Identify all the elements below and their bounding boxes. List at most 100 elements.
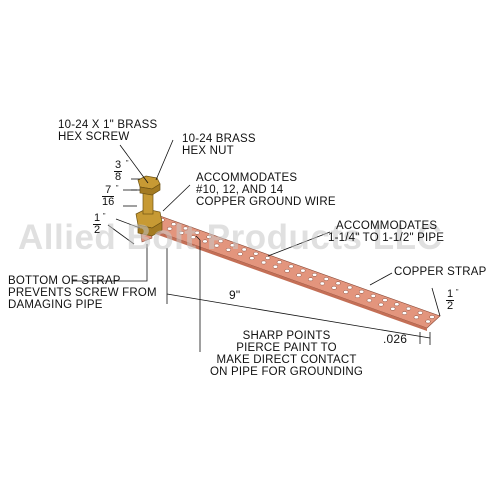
- leader-sharp-b: [195, 235, 201, 241]
- dim-nut-height-num: 7: [102, 185, 115, 197]
- leader-screw: [119, 144, 149, 184]
- dim-length-value: 9": [229, 288, 241, 302]
- strap-hole: [312, 272, 318, 277]
- label-sharp-line3: MAKE DIRECT CONTACT: [216, 354, 357, 366]
- strap-hole: [296, 273, 302, 277]
- strap-hole: [178, 231, 185, 235]
- hex-screw-head-side: [139, 183, 161, 196]
- dim-length: 9": [229, 289, 240, 301]
- strap-hole: [182, 226, 189, 231]
- strap-hole: [401, 311, 408, 315]
- copper-strap-edge: [147, 228, 427, 331]
- strap-hole: [225, 247, 231, 252]
- strap-hole: [194, 230, 200, 235]
- label-bottom: BOTTOM OF STRAP PREVENTS SCREW FROM DAMA…: [8, 275, 157, 311]
- leader-lines: [72, 139, 441, 352]
- strap-hole: [331, 285, 337, 290]
- label-screw-line2: HEX SCREW: [58, 131, 130, 143]
- strap-hole: [394, 302, 400, 307]
- leader-strap: [369, 272, 393, 286]
- dim-nut-height-den: 16: [102, 196, 115, 208]
- strap-hole: [284, 269, 290, 273]
- strap-hole: [382, 298, 388, 302]
- strap-hole: [405, 306, 412, 311]
- strap-hole: [355, 294, 361, 299]
- strap-hole: [366, 298, 372, 303]
- label-wire: ACCOMMODATES #10, 12, AND 14 COPPER GROU…: [196, 172, 336, 208]
- dim-width-left: [107, 224, 135, 245]
- dim-strap-width-left: 1 2: [93, 212, 102, 236]
- label-sharp-line2: PIERCE PAINT TO: [236, 342, 337, 354]
- strap-hole: [190, 235, 196, 240]
- dim-strap-width-right-unit: ": [456, 289, 459, 296]
- strap-hole: [378, 302, 384, 307]
- dim-screw-height-unit: ": [126, 160, 129, 167]
- label-wire-line2: #10, 12, AND 14: [196, 184, 284, 196]
- dim-width-left2: [115, 218, 141, 229]
- dim-screw-height: 3 8: [114, 159, 123, 183]
- dim-thickness-value: .026: [383, 332, 408, 346]
- label-bottom-line1: BOTTOM OF STRAP: [8, 275, 121, 287]
- watermark: Allied Bolt Products LLC: [18, 218, 443, 257]
- dim-screw-height-den: 8: [115, 171, 122, 183]
- strap-hole: [335, 281, 341, 286]
- leader-bottom: [72, 244, 148, 282]
- strap-hole: [276, 260, 282, 265]
- strap-hole: [288, 264, 294, 269]
- dim-strap-width-left-num: 1: [93, 212, 102, 225]
- leader-pipe: [267, 231, 331, 257]
- strap-hole: [167, 226, 173, 231]
- label-sharp-line4: ON PIPE FOR GROUNDING: [210, 366, 364, 378]
- dim-length: [166, 293, 431, 339]
- dim-screw-height-num: 3: [114, 159, 123, 172]
- label-pipe-line1: ACCOMMODATES: [336, 220, 438, 232]
- strap-hole: [237, 252, 243, 256]
- dim-width-right: [431, 287, 441, 317]
- dim-strap-width-right-num: 1: [446, 288, 455, 301]
- leader-wire: [162, 184, 191, 212]
- strap-hole: [347, 285, 353, 290]
- strap-hole: [218, 239, 224, 243]
- label-wire-line1: ACCOMMODATES: [196, 172, 298, 184]
- dim-nut-height-unit: ": [116, 185, 119, 192]
- strap-hole: [206, 235, 212, 239]
- dim-nut-height: 7 16: [102, 185, 115, 208]
- label-strap: COPPER STRAP: [394, 266, 487, 278]
- dim-thickness: .026: [383, 333, 407, 345]
- label-pipe: ACCOMMODATES 1-1/4" TO 1-1/2" PIPE: [328, 220, 444, 244]
- strap-hole: [272, 264, 278, 269]
- dim-strap-width-left-den: 2: [94, 224, 101, 236]
- strap-hole: [413, 315, 419, 320]
- strap-hole: [202, 239, 208, 244]
- strap-hole: [343, 290, 349, 294]
- label-sharp-line1: SHARP POINTS: [242, 330, 331, 342]
- dim-strap-width-left-unit: ": [103, 213, 106, 220]
- strap-hole: [323, 277, 329, 281]
- strap-hole: [249, 256, 255, 261]
- strap-hole: [265, 256, 271, 260]
- dim-strap-width-right-den: 2: [447, 300, 454, 312]
- label-bottom-line2: PREVENTS SCREW FROM: [8, 287, 157, 299]
- label-wire-line3: COPPER GROUND WIRE: [196, 196, 336, 208]
- strap-hole: [308, 277, 314, 282]
- label-bottom-line3: DAMAGING PIPE: [8, 299, 103, 311]
- label-nut-line2: HEX NUT: [182, 145, 234, 157]
- hex-nut-side: [137, 221, 163, 237]
- strap-hole: [261, 260, 267, 265]
- strap-hole: [390, 306, 396, 311]
- label-nut-line1: 10-24 BRASS: [182, 133, 256, 145]
- strap-hole: [171, 222, 177, 227]
- strap-hole: [241, 247, 247, 252]
- strap-hole: [229, 243, 235, 248]
- label-pipe-line2: 1-1/4" TO 1-1/2" PIPE: [328, 232, 445, 244]
- strap-hole: [417, 310, 423, 315]
- label-sharp: SHARP POINTS PIERCE PAINT TO MAKE DIRECT…: [210, 330, 363, 378]
- strap-hole: [359, 289, 365, 294]
- dim-strap-width-right: 1 2: [446, 288, 455, 312]
- label-nut: 10-24 BRASS HEX NUT: [182, 133, 256, 157]
- strap-hole: [429, 315, 435, 319]
- strap-hole: [253, 251, 259, 256]
- strap-holes: [155, 218, 435, 324]
